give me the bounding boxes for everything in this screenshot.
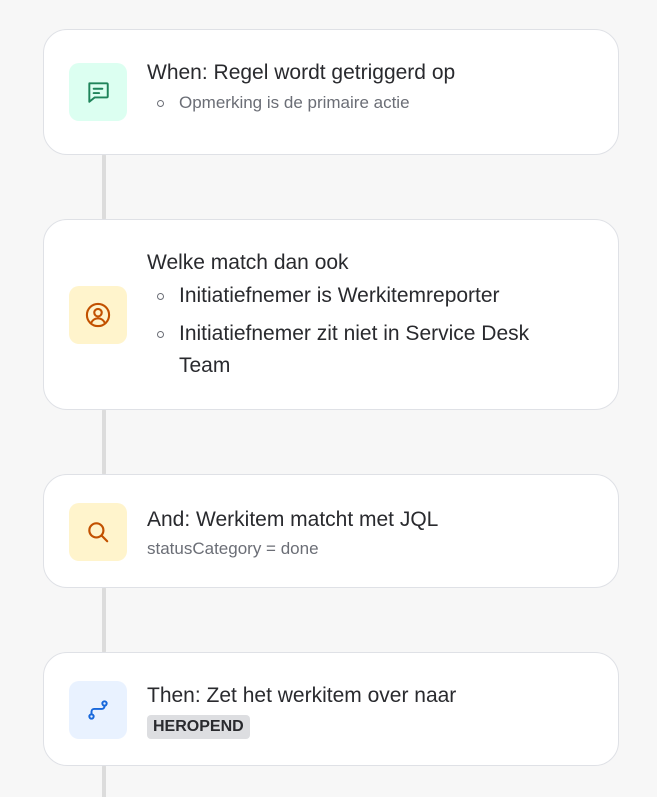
jql-condition-card[interactable]: And: Werkitem matcht met JQL statusCateg… — [43, 474, 619, 588]
trigger-title: When: Regel wordt getriggerd op — [147, 61, 456, 84]
condition-card[interactable]: Welke match dan ook Initiatiefnemer is W… — [43, 219, 619, 410]
jql-title: And: Werkitem matcht met JQL — [147, 508, 439, 531]
trigger-conditions: Opmerking is de primaire actie — [147, 92, 578, 114]
trigger-card[interactable]: When: Regel wordt getriggerd op Opmerkin… — [43, 29, 619, 155]
condition-title: Welke match dan ook — [147, 251, 349, 274]
condition-item: Initiatiefnemer is Werkitemreporter — [147, 280, 578, 312]
condition-item: Initiatiefnemer zit niet in Service Desk… — [147, 318, 578, 382]
condition-list: Initiatiefnemer is Werkitemreporter Init… — [147, 280, 578, 382]
flow-connector — [102, 154, 106, 220]
flow-connector — [102, 587, 106, 653]
user-icon — [69, 286, 127, 344]
condition-item: Opmerking is de primaire actie — [147, 92, 578, 114]
flow-connector — [102, 409, 106, 475]
comment-icon — [69, 63, 127, 121]
transition-action-card[interactable]: Then: Zet het werkitem over naar HEROPEN… — [43, 652, 619, 766]
transition-icon — [69, 681, 127, 739]
jql-query: statusCategory = done — [147, 539, 319, 558]
action-title: Then: Zet het werkitem over naar — [147, 684, 457, 707]
status-lozenge: HEROPEND — [147, 715, 250, 739]
search-icon — [69, 503, 127, 561]
flow-connector — [102, 765, 106, 797]
